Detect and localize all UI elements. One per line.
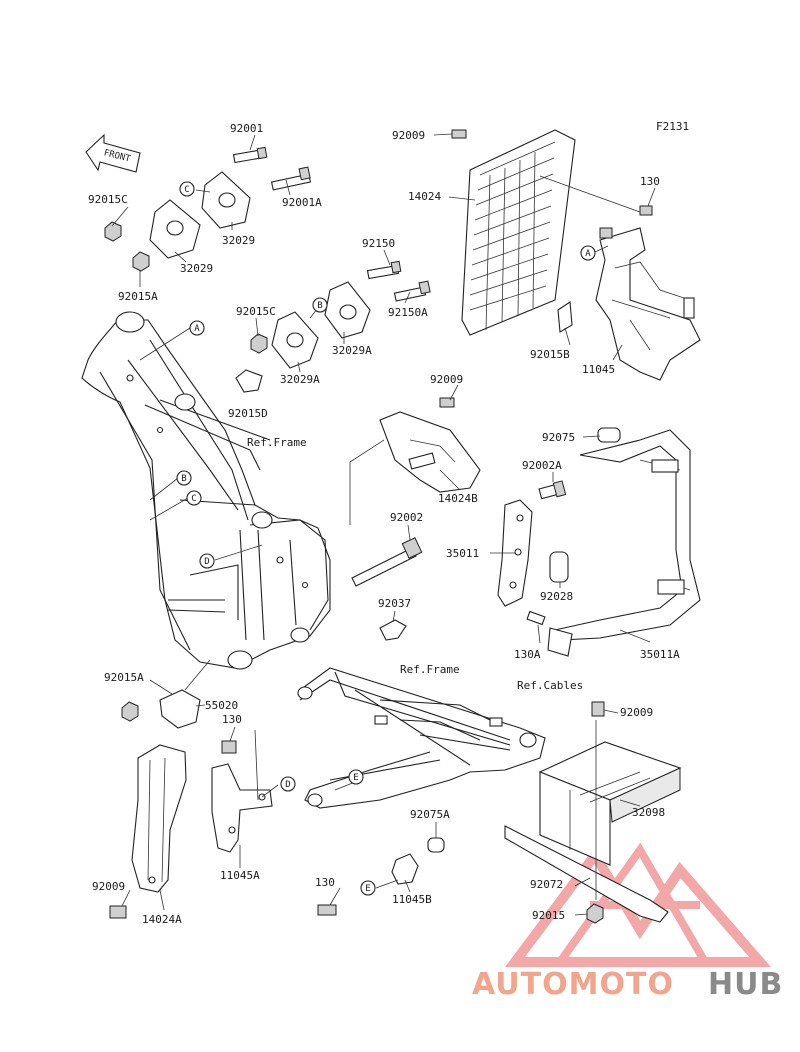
label-ref-frame-sub: Ref.Frame <box>400 663 460 676</box>
sub-frame <box>297 667 546 809</box>
guard-35011A <box>554 427 701 641</box>
label-92015B: 92015B <box>530 348 570 361</box>
watermark: AUTOMOTO HUB <box>472 967 783 1002</box>
label-130A: 130A <box>514 648 541 661</box>
label-92015C-top: 92015C <box>88 193 128 206</box>
label-92002A: 92002A <box>522 459 562 472</box>
label-92028: 92028 <box>540 590 573 603</box>
svg-text:E: E <box>365 884 370 894</box>
radiator-shroud-14024 <box>451 129 653 336</box>
svg-text:D: D <box>285 780 290 790</box>
bracket-11045 <box>595 227 701 381</box>
leader-lines <box>111 133 656 916</box>
label-92075: 92075 <box>542 431 575 444</box>
label-92015: 92015 <box>532 909 565 922</box>
label-14024B: 14024B <box>438 492 478 505</box>
label-32098: 32098 <box>632 806 665 819</box>
callout-a-bracket: A <box>580 245 596 261</box>
guard-14024A <box>131 744 187 893</box>
battery-case-32098 <box>504 741 682 923</box>
callout-d-bracket: D <box>280 776 296 792</box>
callout-a-frame: A <box>189 320 205 336</box>
callout-b-frame: B <box>176 470 192 486</box>
callout-b-top: B <box>312 297 328 313</box>
svg-text:B: B <box>317 301 322 311</box>
svg-text:C: C <box>184 185 189 195</box>
label-92037: 92037 <box>378 597 411 610</box>
label-32029-b: 32029 <box>180 262 213 275</box>
label-92015A-top: 92015A <box>118 290 158 303</box>
cover-14024B <box>379 397 481 493</box>
front-arrow-icon: FRONT <box>85 133 141 173</box>
callout-e-bolt: E <box>360 880 376 896</box>
part-labels: F2131 92001 92001A 92015C 32029 32029 92… <box>88 120 689 926</box>
label-92009-battery: 92009 <box>620 706 653 719</box>
label-92001: 92001 <box>230 122 263 135</box>
svg-text:D: D <box>204 557 209 567</box>
label-92009-top: 92009 <box>392 129 425 142</box>
main-frame <box>81 311 331 670</box>
bracket-32029A-set <box>235 260 431 393</box>
callout-markers: C B A A B C D D <box>176 181 596 896</box>
label-14024: 14024 <box>408 190 441 203</box>
label-130-low: 130 <box>315 876 335 889</box>
label-92015D: 92015D <box>228 407 268 420</box>
callout-e-subframe: E <box>348 769 364 785</box>
label-11045A: 11045A <box>220 869 260 882</box>
label-55020: 55020 <box>205 699 238 712</box>
label-11045: 11045 <box>582 363 615 376</box>
label-32029A-a: 32029A <box>332 344 372 357</box>
label-11045B: 11045B <box>392 893 432 906</box>
label-35011: 35011 <box>446 547 479 560</box>
watermark-text-auto: AUTOMOTO <box>472 967 674 1002</box>
label-92075A: 92075A <box>410 808 450 821</box>
label-92001A: 92001A <box>282 196 322 209</box>
callout-d-frame: D <box>199 553 215 569</box>
small-parts <box>109 610 605 924</box>
label-32029-a: 32029 <box>222 234 255 247</box>
label-92015C-mid: 92015C <box>236 305 276 318</box>
label-32029A-b: 32029A <box>280 373 320 386</box>
svg-text:E: E <box>353 773 358 783</box>
bracket-32029-set <box>104 146 312 272</box>
svg-text:A: A <box>585 249 591 259</box>
label-92009-mid: 92009 <box>430 373 463 386</box>
watermark-text-hub: HUB <box>708 967 783 1002</box>
label-92009-left: 92009 <box>92 880 125 893</box>
label-130-top: 130 <box>640 175 660 188</box>
label-92150: 92150 <box>362 237 395 250</box>
label-14024A: 14024A <box>142 913 182 926</box>
label-ref-frame-top: Ref.Frame <box>247 436 307 449</box>
label-92015A-low: 92015A <box>104 671 144 684</box>
callout-c-frame: C <box>186 490 202 506</box>
svg-text:C: C <box>191 494 196 504</box>
svg-text:A: A <box>194 324 200 334</box>
label-92072: 92072 <box>530 878 563 891</box>
label-92002: 92002 <box>390 511 423 524</box>
bracket-11045A <box>211 763 273 853</box>
label-130-left: 130 <box>222 713 242 726</box>
label-92150A: 92150A <box>388 306 428 319</box>
svg-text:B: B <box>181 474 186 484</box>
label-35011A: 35011A <box>640 648 680 661</box>
bolt-92002 <box>351 480 567 587</box>
figure-code: F2131 <box>656 120 689 133</box>
label-ref-cables: Ref.Cables <box>517 679 583 692</box>
callout-c-top: C <box>179 181 195 197</box>
